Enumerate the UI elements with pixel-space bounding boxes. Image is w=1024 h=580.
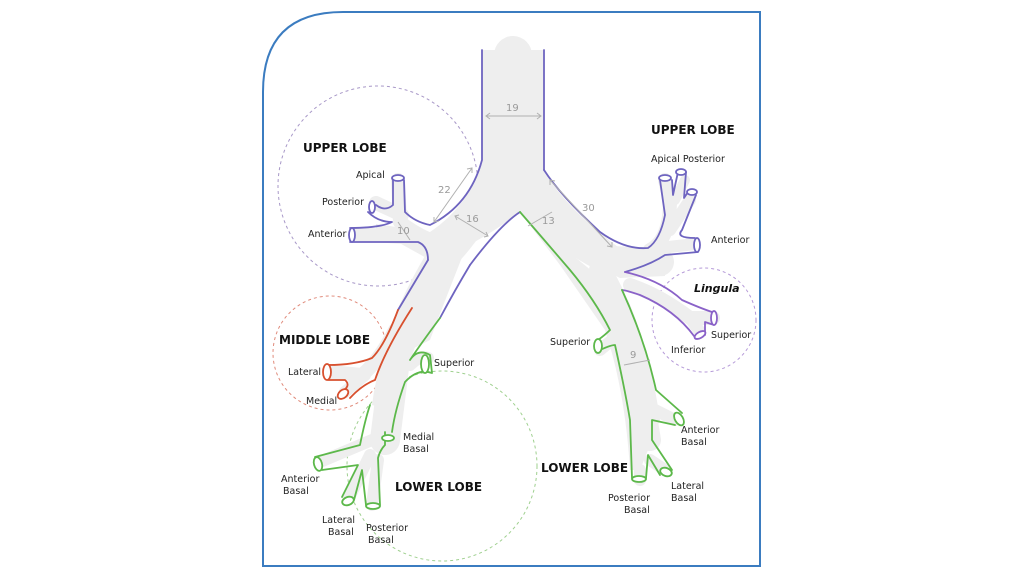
segment-medial: Medial — [306, 396, 337, 407]
lingula-branches — [621, 271, 720, 340]
segment-lateral-basal-right-1: Lateral — [322, 515, 355, 526]
lingula-circle — [651, 267, 757, 373]
segment-superior-right: Superior — [434, 358, 474, 369]
right-lower-lobe-title: LOWER LOBE — [395, 480, 482, 494]
segment-lingula-superior: Superior — [711, 330, 751, 341]
left-upper-lobe-branches — [543, 168, 701, 273]
segment-posterior-basal-right-1: Posterior — [366, 523, 408, 534]
segment-anterior-basal-left-2: Basal — [681, 437, 707, 448]
dimension-markers — [397, 112, 651, 366]
segment-medial-basal-1: Medial — [403, 432, 434, 443]
segment-anterior-left: Anterior — [711, 235, 749, 246]
segment-superior-left: Superior — [550, 337, 590, 348]
right-main-length-label: 22 — [438, 185, 451, 196]
segment-posterior-basal-right-2: Basal — [368, 535, 394, 546]
right-upper-lobe-title: UPPER LOBE — [303, 141, 387, 155]
segment-lateral-basal-left-1: Lateral — [671, 481, 704, 492]
right-upper-width-label: 10 — [397, 226, 410, 237]
right-lower-lobe-circle — [346, 370, 538, 562]
segment-posterior-basal-left-2: Basal — [624, 505, 650, 516]
segment-apical-posterior: Apical Posterior — [651, 154, 725, 165]
right-upper-lobe-branches — [348, 49, 545, 319]
segment-anterior-basal-right-2: Basal — [283, 486, 309, 497]
middle-lobe-title: MIDDLE LOBE — [279, 333, 370, 347]
right-lower-lobe-branches — [312, 317, 441, 511]
left-main-length-label: 30 — [582, 203, 595, 214]
left-lower-lobe-branches — [519, 211, 685, 486]
lingula-title: Lingula — [694, 282, 740, 295]
segment-medial-basal-2: Basal — [403, 444, 429, 455]
middle-lobe-branches — [322, 307, 413, 400]
segment-posterior: Posterior — [322, 197, 364, 208]
right-main-width-label: 16 — [466, 214, 479, 225]
trachea-width-label: 19 — [506, 103, 519, 114]
segment-lateral-basal-right-2: Basal — [328, 527, 354, 538]
segment-anterior-basal-left-1: Anterior — [681, 425, 719, 436]
left-main-width-label: 13 — [542, 216, 555, 227]
segment-lingula-inferior: Inferior — [671, 345, 705, 356]
left-upper-lobe-title: UPPER LOBE — [651, 123, 735, 137]
segment-anterior-right: Anterior — [308, 229, 346, 240]
segment-apical: Apical — [356, 170, 385, 181]
segment-lateral-basal-left-2: Basal — [671, 493, 697, 504]
left-lower-lobe-title: LOWER LOBE — [541, 461, 628, 475]
segment-anterior-basal-right-1: Anterior — [281, 474, 319, 485]
segment-lateral: Lateral — [288, 367, 321, 378]
left-lower-width-label: 9 — [630, 350, 636, 361]
segment-posterior-basal-left-1: Posterior — [608, 493, 650, 504]
